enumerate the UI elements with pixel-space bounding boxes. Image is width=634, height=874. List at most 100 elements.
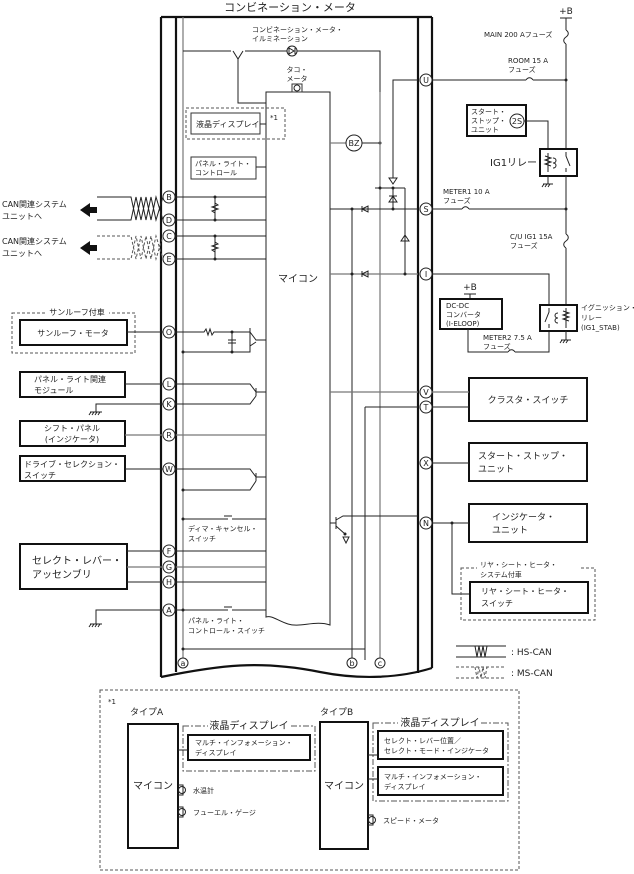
diagram-title: コンビネーション・メータ: [224, 1, 356, 14]
indicator-unit: インジケータ・ ユニット: [432, 503, 588, 595]
ground-icon: [559, 339, 571, 344]
svg-text:水温計: 水温計: [193, 786, 214, 795]
svg-text:コントロール・スイッチ: コントロール・スイッチ: [188, 627, 265, 635]
junction-b: b: [349, 659, 354, 668]
arrow-left-icon: [80, 241, 97, 255]
svg-text:2S: 2S: [512, 117, 522, 126]
fuel-gauge-icon: [178, 808, 186, 816]
svg-text:: HS-CAN: : HS-CAN: [511, 648, 552, 658]
cluster-switch: クラスタ・スイッチ: [432, 377, 588, 422]
svg-text:マイコン: マイコン: [133, 781, 173, 792]
pin-A: A: [162, 603, 176, 617]
type-b: タイプB マイコン 液晶ディスプレイ セレクト・レバー位置／ セレクト・モード・…: [319, 707, 509, 850]
ground-icon: [541, 183, 553, 188]
svg-text:T: T: [423, 403, 429, 412]
svg-text:O: O: [166, 328, 172, 337]
svg-text:A: A: [166, 606, 172, 615]
svg-text:U: U: [423, 76, 429, 85]
svg-text:マイコン: マイコン: [324, 781, 364, 792]
svg-text:コンビネーション・メータ・: コンビネーション・メータ・: [252, 25, 343, 34]
svg-text:ディマ・キャンセル・: ディマ・キャンセル・: [188, 524, 258, 533]
svg-text:サンルーフ・モータ: サンルーフ・モータ: [37, 329, 109, 338]
ground-icon: [88, 623, 102, 628]
svg-text:S: S: [423, 205, 428, 214]
svg-text:スピード・メータ: スピード・メータ: [383, 816, 439, 825]
legend-ms-can: : MS-CAN: [456, 666, 553, 679]
svg-text:ディスプレイ: ディスプレイ: [384, 782, 426, 791]
ignition-relay-icon: [539, 304, 578, 332]
svg-text:セレクト・モード・インジケータ: セレクト・モード・インジケータ: [384, 746, 489, 755]
pin-H: H: [162, 575, 176, 589]
legend-hs-can: : HS-CAN: [456, 645, 552, 658]
pin-C: C: [162, 229, 176, 243]
svg-text:*1: *1: [270, 114, 278, 122]
svg-text:タイプA: タイプA: [130, 707, 164, 718]
svg-text:MAIN 200 Aフューズ: MAIN 200 Aフューズ: [484, 30, 552, 39]
pin-I: I: [419, 267, 433, 281]
svg-text:フューズ: フューズ: [508, 65, 536, 74]
svg-text:タイプB: タイプB: [320, 707, 353, 718]
svg-text:: MS-CAN: : MS-CAN: [511, 669, 553, 679]
pin-E: E: [162, 252, 176, 266]
panel-light-control: パネル・ライト・ コントロール: [190, 156, 266, 180]
svg-text:(IG1_STAB): (IG1_STAB): [581, 324, 620, 332]
svg-text:F: F: [167, 547, 172, 556]
right-pins: U S I V T X N: [419, 73, 433, 530]
pin-B: B: [162, 190, 176, 204]
svg-text:ROOM 15 A: ROOM 15 A: [508, 57, 548, 65]
svg-text:ユニット: ユニット: [492, 526, 528, 536]
svg-text:ユニットへ: ユニットへ: [2, 249, 42, 258]
svg-text:液晶ディスプレイ: 液晶ディスプレイ: [209, 719, 288, 732]
svg-text:リヤ・シート・ヒータ・: リヤ・シート・ヒータ・: [481, 587, 569, 596]
svg-text:ユニット: ユニット: [471, 126, 499, 134]
svg-text:フューズ: フューズ: [483, 342, 511, 351]
meter-frame: [159, 15, 434, 679]
lcd-group: 液晶ディスプレイ *1: [185, 107, 286, 140]
svg-text:コンバータ: コンバータ: [446, 310, 481, 319]
type-a: タイプA マイコン 液晶ディスプレイ マルチ・インフォメーション・ ディスプレイ…: [127, 707, 316, 849]
pin-O: O: [162, 325, 176, 339]
cu-ig1-fuse-icon: [563, 233, 569, 249]
svg-text:DC-DC: DC-DC: [446, 302, 469, 310]
svg-text:スタート・ストップ・: スタート・ストップ・: [478, 451, 568, 462]
panel-light-module: パネル・ライト関連 モジュール: [19, 371, 163, 416]
pin-N: N: [419, 516, 433, 530]
svg-text:液晶ディスプレイ: 液晶ディスプレイ: [400, 716, 479, 729]
svg-text:IG1リレー: IG1リレー: [490, 158, 537, 169]
svg-text:スイッチ: スイッチ: [188, 535, 216, 543]
svg-text:ユニット: ユニット: [478, 465, 514, 475]
drive-selection-switch: ドライブ・セレクション・ スイッチ: [19, 455, 163, 482]
footnote-panel: *1 タイプA マイコン 液晶ディスプレイ マルチ・インフォメーション・ ディス…: [99, 689, 520, 871]
tachometer-icon: [291, 83, 303, 93]
arrow-left-icon: [80, 203, 97, 217]
left-internal-wiring: ディマ・キャンセル・ スイッチ パネル・ライト・ コントロール・スイッチ: [176, 195, 266, 635]
svg-text:K: K: [166, 400, 172, 409]
shift-panel: シフト・パネル (インジケータ): [19, 420, 163, 447]
water-temp-gauge-icon: [178, 786, 186, 794]
svg-text:CAN関連システム: CAN関連システム: [2, 236, 67, 246]
svg-text:ディスプレイ: ディスプレイ: [195, 748, 237, 757]
svg-text:ストップ・: ストップ・: [471, 117, 506, 125]
illumination-circuit: コンビネーション・メータ・ イルミネーション タコ・ メータ: [183, 25, 381, 104]
svg-text:パネル・ライト関連: パネル・ライト関連: [34, 374, 106, 384]
svg-text:X: X: [423, 459, 429, 468]
pin-V: V: [419, 385, 433, 399]
svg-text:シフト・パネル: シフト・パネル: [44, 424, 100, 433]
svg-text:CAN関連システム: CAN関連システム: [2, 199, 67, 209]
right-internal-wiring: a b c: [177, 79, 418, 669]
left-pins: B D C E O L K R W F G H A: [162, 190, 176, 617]
meter2-fuse-icon: [507, 349, 516, 353]
select-lever-assembly: セレクト・レバー・ アッセンブリ: [19, 543, 163, 628]
svg-text:I: I: [425, 270, 427, 279]
svg-text:*1: *1: [108, 698, 116, 706]
svg-text:W: W: [165, 465, 173, 474]
ig1-relay-icon: [539, 148, 578, 177]
svg-text:リレー: リレー: [581, 314, 602, 322]
buzzer: BZ: [330, 134, 382, 152]
svg-text:クラスタ・スイッチ: クラスタ・スイッチ: [488, 395, 569, 406]
svg-text:アッセンブリ: アッセンブリ: [32, 568, 92, 581]
pin-S: S: [419, 202, 433, 216]
microcomputer-label: マイコン: [278, 274, 318, 285]
svg-text:スイッチ: スイッチ: [481, 599, 513, 608]
power-supply: +B MAIN 200 Aフューズ ROOM 15 A フューズ スタート・ ス…: [432, 7, 634, 353]
